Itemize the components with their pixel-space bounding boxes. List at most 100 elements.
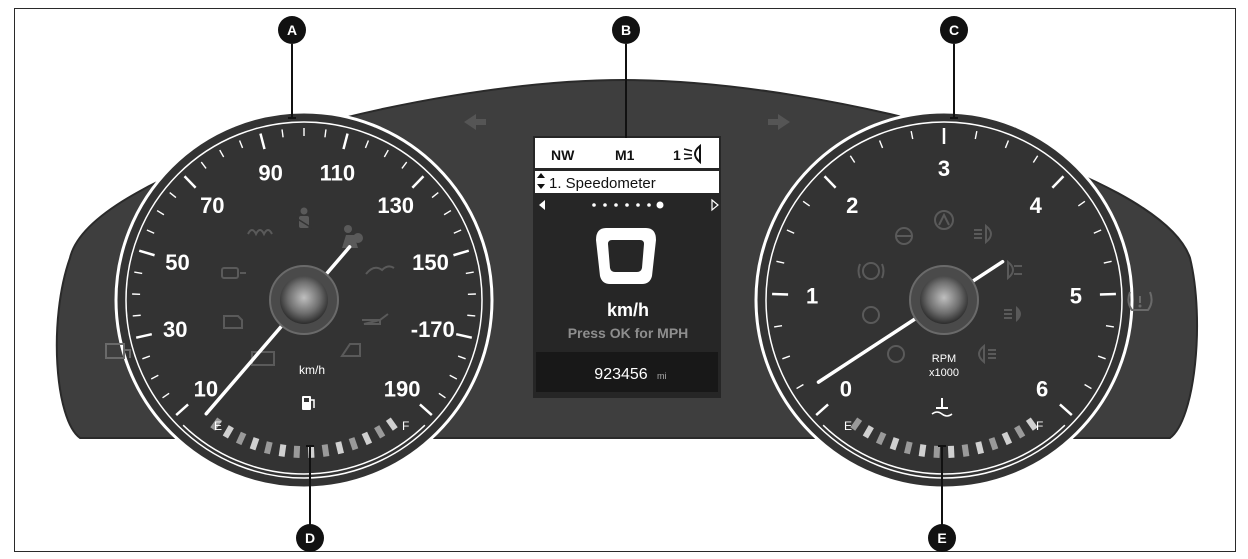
speedo-fuel-segment	[293, 445, 301, 458]
speedo-tick	[457, 355, 466, 360]
callout-d: D	[296, 445, 324, 552]
tacho-tick	[1084, 383, 1092, 390]
stability-control-icon	[934, 210, 954, 230]
menu-page-dots	[592, 201, 664, 209]
speedo-label: 110	[320, 160, 356, 185]
tacho-tick	[1051, 175, 1065, 189]
tacho-tick	[1032, 155, 1039, 163]
tacho-tick	[1077, 200, 1086, 207]
speedo-tick	[135, 332, 153, 339]
gear-mode: M1	[615, 147, 635, 163]
tacho-tick	[776, 260, 785, 264]
speedo-fuel-segment	[210, 417, 223, 431]
seatbelt-icon	[295, 207, 313, 229]
speedo-fuel-segment	[385, 417, 398, 431]
tacho-temp-arc	[822, 424, 1066, 475]
engine-temp-icon	[931, 398, 953, 417]
svg-text:D: D	[305, 530, 315, 546]
turn-right-icon	[768, 114, 790, 130]
glow-plug-icon	[247, 229, 273, 237]
speedo-tick	[146, 229, 155, 234]
speedo-tick	[431, 191, 439, 199]
speedo-fuel-segment	[321, 444, 330, 457]
tacho-tick	[796, 383, 804, 390]
tacho-temp-segment	[933, 445, 941, 458]
callout-e: E	[928, 445, 956, 552]
svg-text:E: E	[937, 530, 946, 546]
speedo-tick	[132, 314, 141, 317]
display-hint: Press OK for MPH	[568, 325, 689, 341]
tacho-temp-segment	[918, 444, 927, 457]
menu-prev-arrow[interactable]	[539, 200, 545, 210]
speedo-label: 70	[200, 193, 224, 218]
tachometer-inner-ring	[765, 121, 1123, 479]
menu-next-arrow[interactable]	[711, 198, 719, 212]
tacho-tick	[786, 229, 795, 234]
speedo-tick	[449, 374, 458, 380]
headlight-level: 1	[673, 147, 681, 163]
fuel-gauge-segments	[182, 417, 426, 475]
tacho-temp-segment	[947, 445, 955, 458]
tacho-label: 3	[938, 156, 950, 181]
tachometer-hub-cap	[920, 276, 968, 324]
display-speed-unit: km/h	[607, 300, 649, 320]
display-top-bar	[535, 138, 719, 168]
tachometer-unit-rpm: RPM	[932, 353, 956, 365]
speedo-tick	[138, 249, 155, 257]
tacho-tick	[1105, 324, 1114, 328]
speedo-tick	[324, 129, 327, 138]
tacho-temp-segment	[1001, 431, 1013, 446]
tacho-tick	[782, 355, 791, 360]
speedo-label: 130	[377, 193, 414, 218]
speedo-tick	[438, 392, 446, 399]
tacho-tick	[1059, 403, 1073, 417]
speedo-tick	[162, 392, 170, 399]
speedometer-hub-cap	[280, 276, 328, 324]
speedo-label: -170	[411, 317, 455, 342]
tacho-tick	[1103, 260, 1112, 264]
tacho-temp-segment	[988, 437, 999, 451]
tachometer-ticks	[772, 128, 1116, 417]
page-dot	[592, 203, 596, 207]
tacho-temp-segment	[904, 441, 913, 455]
speedo-fuel-segment	[278, 444, 287, 457]
odometer-bar	[536, 352, 718, 392]
tacho-tick	[974, 131, 978, 140]
page-dot	[625, 203, 629, 207]
fuel-pump-icon	[302, 396, 315, 410]
temp-cold-label: E	[844, 419, 852, 433]
speedo-tick	[453, 249, 470, 257]
speedo-fuel-segment	[235, 431, 247, 446]
tacho-tick	[878, 140, 884, 149]
speedo-tick	[453, 229, 462, 234]
speedometer-unit: km/h	[299, 363, 325, 377]
tacho-temp-segment	[875, 431, 887, 446]
tacho-tick	[815, 403, 829, 417]
temp-hot-label: F	[1036, 419, 1043, 433]
speedo-tick	[401, 161, 408, 169]
digital-speed-readout	[596, 228, 656, 284]
tacho-label: 4	[1030, 193, 1043, 218]
traction-icon	[887, 345, 905, 363]
headlight-level-icon	[683, 143, 701, 165]
speedo-fuel-segment	[222, 425, 234, 439]
fuel-empty-label: E	[214, 419, 222, 433]
speedo-fuel-arc	[182, 424, 426, 475]
speedo-tick	[183, 175, 197, 189]
headlight-icon	[1007, 259, 1022, 281]
speedo-tick	[238, 140, 244, 149]
abs-icon	[857, 262, 885, 280]
speedo-tick	[219, 149, 225, 158]
menu-title: 1. Speedometer	[549, 175, 656, 192]
airbag-icon	[342, 225, 363, 248]
speedo-tick	[419, 403, 433, 417]
oil-warning-icon	[221, 267, 246, 279]
check-engine-icon	[223, 315, 243, 329]
speedo-label: 10	[194, 376, 218, 401]
speedo-tick	[342, 133, 349, 150]
